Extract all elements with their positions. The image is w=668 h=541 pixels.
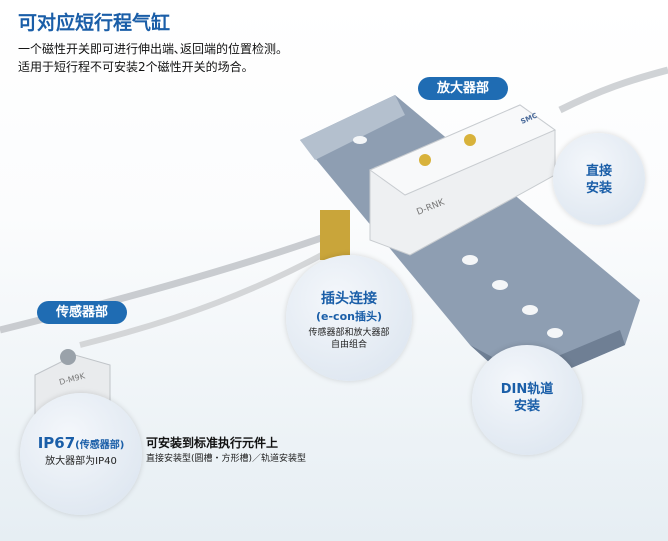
connector xyxy=(320,210,350,260)
din-rail-top xyxy=(300,95,405,160)
ip67-desc: 放大器部为IP40 xyxy=(45,456,117,467)
amplifier-top xyxy=(368,104,557,196)
din-rail-holes xyxy=(353,136,563,338)
trimmer-knob xyxy=(419,154,431,166)
sensor-screw xyxy=(60,349,76,365)
callout-connector-subtitle: (e-con插头) xyxy=(316,310,382,323)
callout-din-title: DIN轨道 安装 xyxy=(500,382,554,414)
ip67-title: IP67 xyxy=(37,434,76,452)
callout-ip67: IP67(传感器部) 放大器部为IP40 xyxy=(20,393,142,515)
callout-direct-title: 直接 安装 xyxy=(585,164,612,196)
callout-connector-title: 插头连接 xyxy=(321,291,377,307)
amplifier-label: 放大器部 xyxy=(418,77,508,100)
callout-connector-desc: 传感器部和放大器部 自由组合 xyxy=(308,328,390,350)
mounting-title: 可安装到标准执行元件上 xyxy=(146,436,279,450)
trimmer-knob xyxy=(464,134,476,146)
description-line-1: 一个磁性开关即可进行伸出端､返回端的位置检测。 xyxy=(18,42,289,56)
sensor-label: 传感器部 xyxy=(37,301,127,324)
sensor-cable-2 xyxy=(79,242,342,348)
callout-direct-mount: 直接 安装 xyxy=(553,133,645,225)
ip67-note: (传感器部) xyxy=(75,440,125,451)
callout-din-rail: DIN轨道 安装 xyxy=(472,345,582,455)
mounting-desc: 直接安装型(圆槽・方形槽)／轨道安装型 xyxy=(146,454,307,464)
amp-cable xyxy=(558,66,668,114)
description-line-2: 适用于短行程不可安装2个磁性开关的场合。 xyxy=(18,60,254,74)
callout-connector: 插头连接 (e-con插头) 传感器部和放大器部 自由组合 xyxy=(286,255,412,381)
page-title: 可对应短行程气缸 xyxy=(18,12,171,34)
